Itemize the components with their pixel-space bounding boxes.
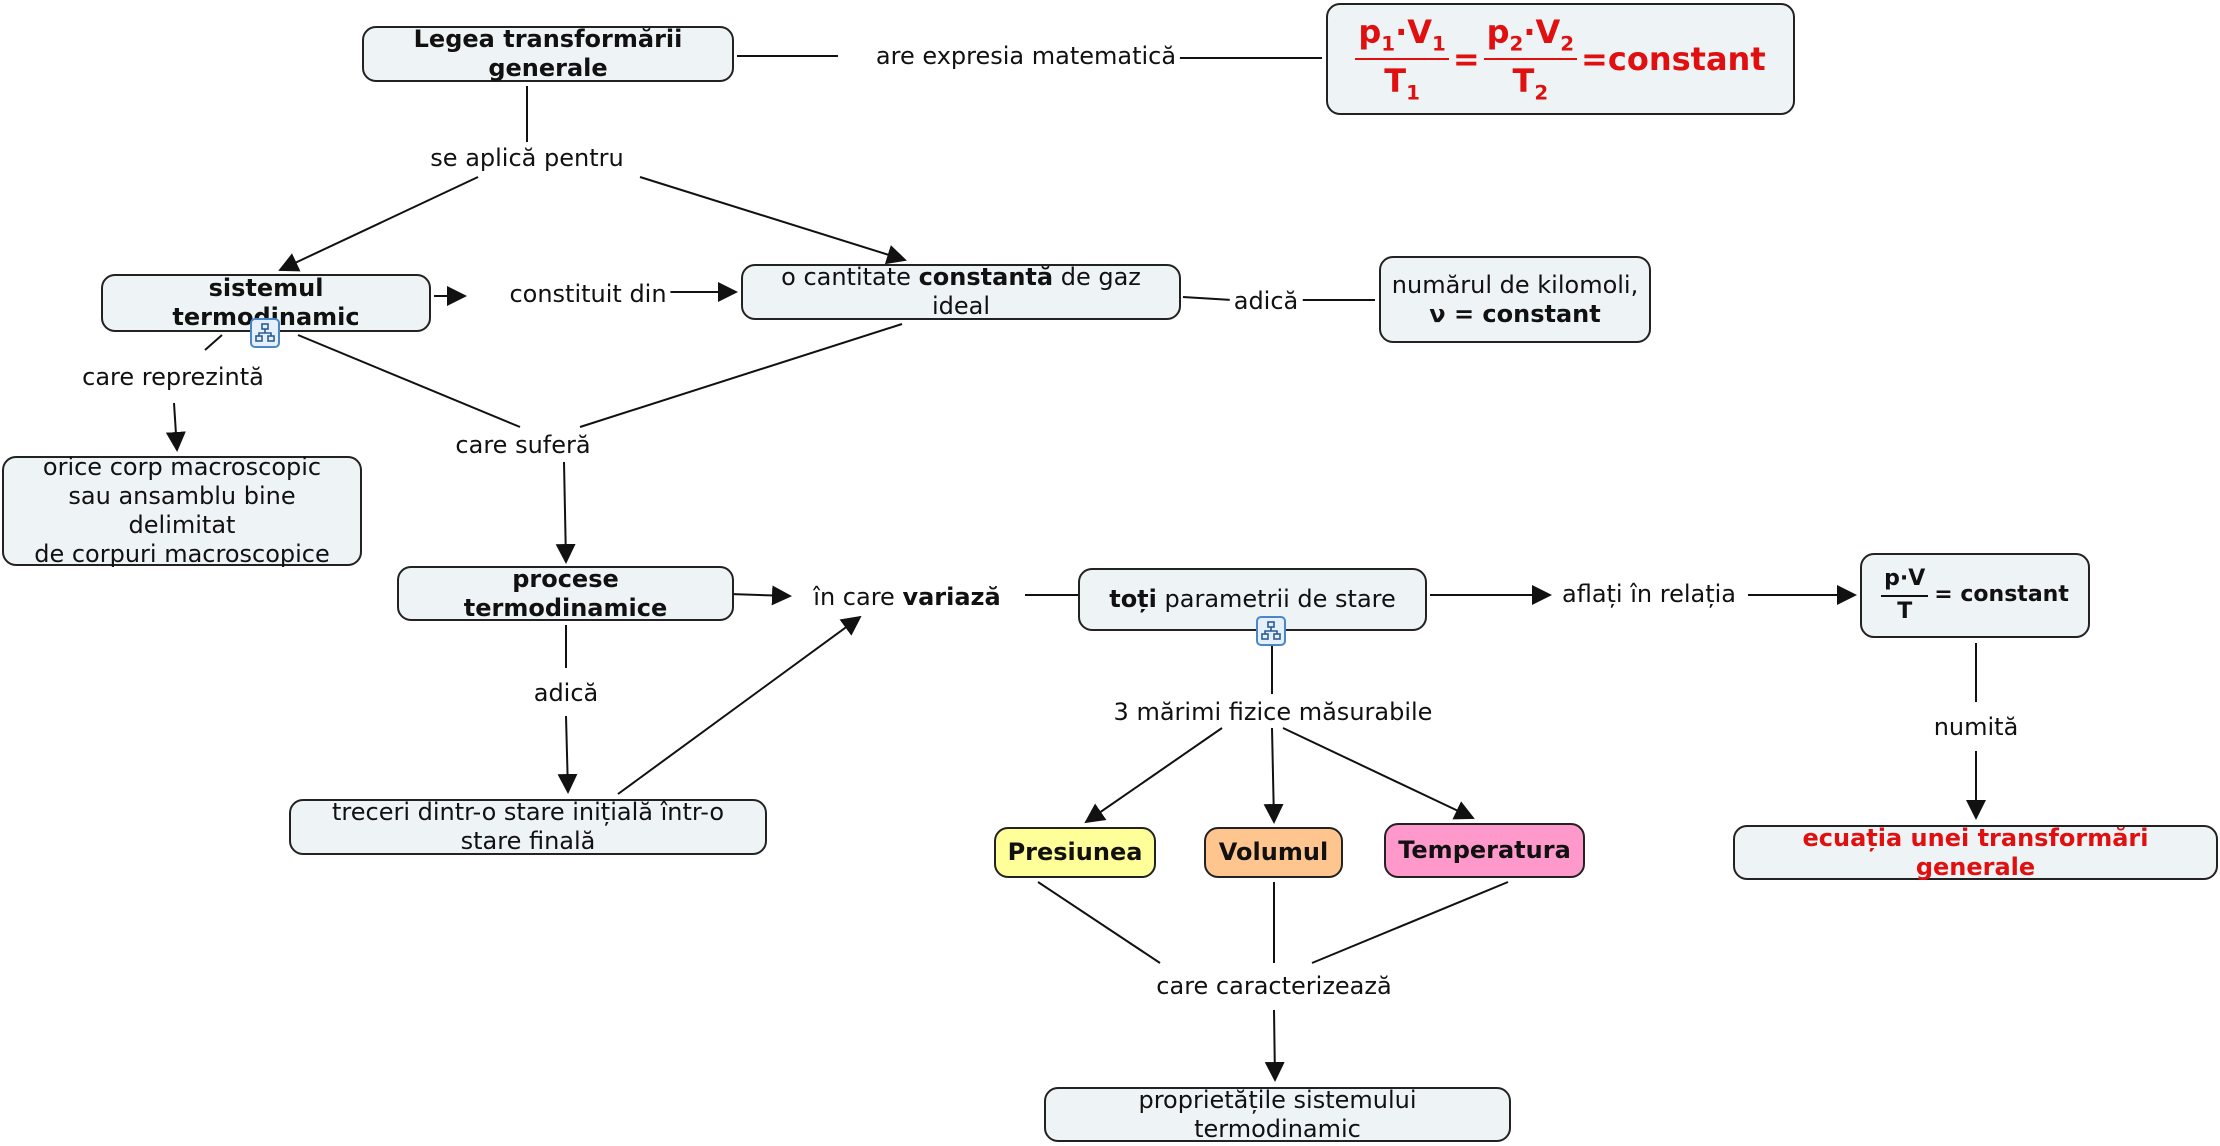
concept-legea-transformarii-generale[interactable]: Legea transformării generale — [362, 25, 734, 82]
link-label-adica-treceri: adică — [529, 679, 603, 707]
fraction-state-2: p2·V2 T2 — [1483, 13, 1578, 105]
link-label-constituit-din: constituit din — [505, 280, 671, 308]
formula-pv-over-t: p·V T = constant — [1881, 566, 2069, 625]
link-label-care-sufera: care suferă — [451, 431, 595, 459]
concept-label: Presiunea — [1007, 838, 1143, 867]
link-label-aflati-in-relatia: aflați în relația — [1557, 580, 1741, 608]
link-label-numita: numită — [1929, 713, 2023, 741]
concept-treceri-intre-stari[interactable]: treceri dintr-o stare inițială într-o st… — [289, 798, 767, 855]
constant-label: =constant — [1581, 39, 1766, 78]
fraction-state-1: p1·V1 T1 — [1355, 13, 1449, 105]
concept-label: Legea transformării generale — [413, 25, 683, 82]
link-label-in-care-variaza: în care variază — [809, 583, 1005, 611]
concept-label: treceri dintr-o stare inițială într-o st… — [331, 798, 724, 855]
concept-procese-termodinamice[interactable]: procese termodinamice — [397, 564, 734, 622]
link-label-adica-kilomoli: adică — [1229, 287, 1303, 315]
concept-toti-parametrii-de-stare[interactable]: toți parametrii de stare — [1078, 568, 1427, 631]
concept-pv-constant[interactable]: p·V T = constant — [1860, 553, 2090, 638]
concept-volumul[interactable]: Volumul — [1204, 827, 1343, 878]
concept-presiunea[interactable]: Presiunea — [994, 827, 1156, 878]
link-label-care-caracterizeaza: care caracterizează — [1152, 972, 1396, 1000]
concept-ecuatia-transformarii-generale[interactable]: ecuația unei transformări generale — [1733, 823, 2218, 881]
submap-icon[interactable] — [1256, 616, 1286, 646]
concept-label: proprietățile sistemului termodinamic — [1138, 1085, 1417, 1143]
concept-proprietatile-sistemului[interactable]: proprietățile sistemului termodinamic — [1044, 1085, 1511, 1143]
constant-label: = constant — [1934, 582, 2069, 608]
link-label-are-expresia: are expresia matematică — [871, 42, 1181, 70]
concept-label-line2: sau ansamblu bine delimitat — [68, 482, 296, 539]
concept-label: Volumul — [1218, 838, 1329, 867]
concept-temperatura[interactable]: Temperatura — [1384, 823, 1585, 878]
concept-label-line1: orice corp macroscopic — [42, 453, 322, 482]
concept-label: ecuația unei transformări generale — [1802, 823, 2149, 881]
link-label-se-aplica: se aplică pentru — [426, 144, 628, 172]
concept-label-line3: de corpuri macroscopice — [34, 539, 330, 568]
concept-numarul-de-kilomoli[interactable]: numărul de kilomoli, ν = constant — [1379, 256, 1651, 343]
fraction-pv-t: p·V T — [1881, 566, 1929, 625]
concept-corp-macroscopic[interactable]: orice corp macroscopic sau ansamblu bine… — [2, 453, 362, 568]
concept-label: o cantitate constantă de gaz ideal — [781, 263, 1141, 320]
concept-label: Temperatura — [1398, 836, 1571, 865]
concept-cantitate-constanta[interactable]: o cantitate constantă de gaz ideal — [741, 263, 1181, 320]
concept-label: procese termodinamice — [463, 564, 668, 622]
equals-sign: = — [1452, 39, 1480, 78]
link-label-care-reprezinta: care reprezintă — [78, 363, 268, 391]
concept-label-line2: ν = constant — [1429, 299, 1601, 328]
formula-general-gas-law: p1·V1 T1 = p2·V2 T2 =constant — [1355, 13, 1766, 105]
concept-label-line1: numărul de kilomoli, — [1391, 270, 1639, 299]
submap-icon[interactable] — [250, 318, 280, 348]
link-label-trei-marimi: 3 mărimi fizice măsurabile — [1109, 698, 1437, 726]
concept-label: toți parametrii de stare — [1109, 585, 1396, 614]
concept-formula[interactable]: p1·V1 T1 = p2·V2 T2 =constant — [1326, 3, 1795, 115]
